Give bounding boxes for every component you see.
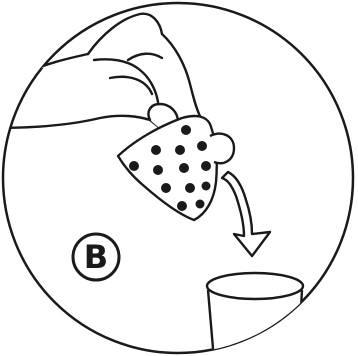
polka-dot-packet-icon — [118, 116, 234, 220]
step-badge-circle — [73, 234, 119, 280]
down-arrow-icon — [222, 172, 270, 256]
hand-icon — [0, 14, 200, 133]
